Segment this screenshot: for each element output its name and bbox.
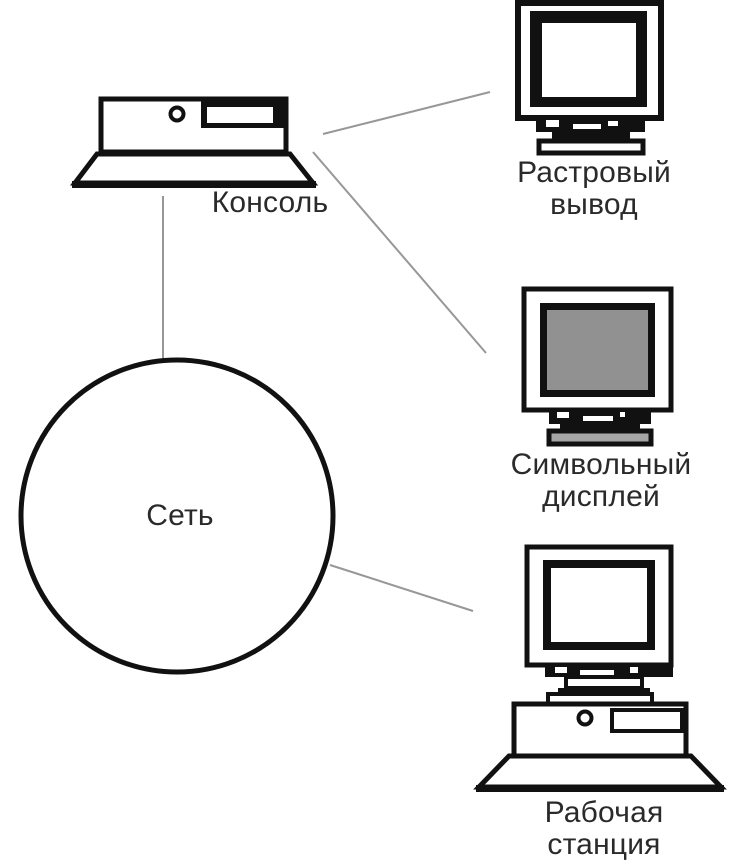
workstation-label: Рабочая станция — [544, 796, 664, 860]
workstation-base — [473, 753, 727, 790]
workstation-neck-mark — [580, 670, 614, 675]
raster-neck-mark — [573, 124, 601, 129]
connector-console-raster-output — [322, 91, 491, 135]
raster-monitor-stand — [552, 132, 630, 143]
character-monitor-stand — [560, 424, 640, 432]
workstation-drive-slot — [610, 708, 684, 733]
network-circle — [18, 357, 336, 675]
network-label: Сеть — [146, 499, 214, 532]
raster-output-label: Растровый вывод — [517, 156, 671, 221]
character-monitor-foot — [546, 428, 654, 447]
raster-output-icon — [515, 0, 664, 156]
console-power-button — [168, 105, 186, 123]
character-neck-mark — [583, 416, 613, 421]
character-screen — [547, 310, 648, 390]
console-base — [69, 151, 319, 186]
workstation-neck-mark — [555, 667, 567, 673]
raster-screen — [542, 23, 636, 97]
workstation-icon — [473, 544, 727, 792]
raster-neck-mark — [608, 121, 618, 126]
workstation-power-button — [576, 709, 594, 727]
character-neck-mark — [557, 412, 569, 418]
workstation-neck-mark — [630, 667, 638, 673]
character-display-label: Символьный дисплей — [510, 448, 692, 513]
connector-network-workstation — [329, 564, 474, 612]
workstation-screen — [551, 568, 647, 642]
connectors — [162, 91, 491, 612]
raster-monitor-foot — [536, 138, 646, 156]
console-label: Консоль — [211, 186, 329, 219]
workstation-stand-step — [564, 675, 644, 690]
character-neck-mark — [620, 412, 625, 417]
connector-console-character-display — [312, 151, 487, 354]
raster-neck-mark — [546, 120, 559, 127]
console-icon — [69, 96, 319, 188]
console-drive-slot — [207, 107, 273, 123]
character-display-icon — [521, 286, 674, 447]
